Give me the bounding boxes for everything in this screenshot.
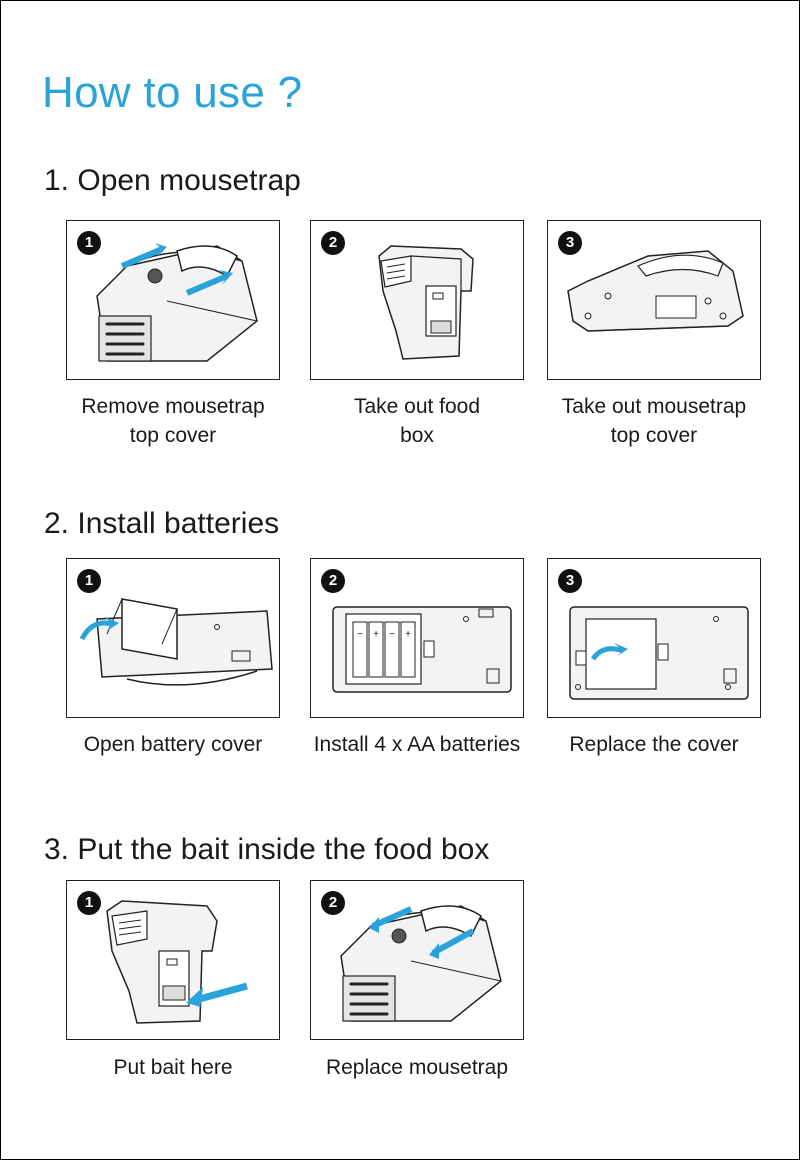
- step-number-badge: 2: [321, 891, 345, 915]
- battery-cover-open-illustration: [79, 598, 273, 686]
- illustration-remove-top-cover: 1: [66, 220, 280, 380]
- step-number-badge: 1: [77, 231, 101, 255]
- caption-replace-cover: Replace the cover: [569, 733, 739, 756]
- caption-install-batteries: Install 4 x AA batteries: [313, 733, 521, 756]
- step-number-badge: 1: [77, 569, 101, 593]
- svg-text:−: −: [357, 629, 363, 640]
- food-box-illustration: [378, 245, 474, 360]
- svg-text:+: +: [405, 629, 411, 640]
- caption-remove-top-cover: Remove mousetrap top cover: [81, 395, 265, 447]
- illustration-open-battery-cover: 1: [66, 558, 280, 718]
- battery-compartment-illustration: − + − +: [332, 606, 512, 693]
- battery-cover-closed-illustration: [569, 606, 749, 700]
- food-box-bait-illustration: [106, 900, 248, 1024]
- caption-replace-mousetrap: Replace mousetrap: [325, 1056, 509, 1079]
- illustration-take-out-food-box: 2: [310, 220, 524, 380]
- illustration-replace-mousetrap: 2: [310, 880, 524, 1040]
- svg-text:+: +: [373, 629, 379, 640]
- step-number-badge: 3: [558, 569, 582, 593]
- mousetrap-replaced-illustration: [340, 905, 502, 1022]
- page-title: How to use ?: [42, 68, 303, 117]
- step-number-badge: 2: [321, 569, 345, 593]
- illustration-install-batteries: − + − + 2: [310, 558, 524, 718]
- step-number-badge: 3: [558, 231, 582, 255]
- svg-text:−: −: [389, 629, 395, 640]
- step-number-badge: 2: [321, 231, 345, 255]
- illustration-replace-cover: 3: [547, 558, 761, 718]
- illustration-put-bait: 1: [66, 880, 280, 1040]
- section-heading-put-bait: 3. Put the bait inside the food box: [44, 833, 490, 866]
- caption-take-out-top-cover: Take out mousetrap top cover: [561, 395, 747, 447]
- illustration-take-out-top-cover: 3: [547, 220, 761, 380]
- caption-take-out-food-box: Take out food box: [353, 395, 481, 447]
- caption-open-battery-cover: Open battery cover: [83, 733, 263, 756]
- mousetrap-closed-illustration: [96, 243, 258, 362]
- section-heading-open-mousetrap: 1. Open mousetrap: [44, 164, 301, 197]
- step-number-badge: 1: [77, 891, 101, 915]
- section-heading-install-batteries: 2. Install batteries: [44, 507, 280, 540]
- caption-put-bait: Put bait here: [113, 1056, 233, 1079]
- mousetrap-base-illustration: [567, 250, 744, 332]
